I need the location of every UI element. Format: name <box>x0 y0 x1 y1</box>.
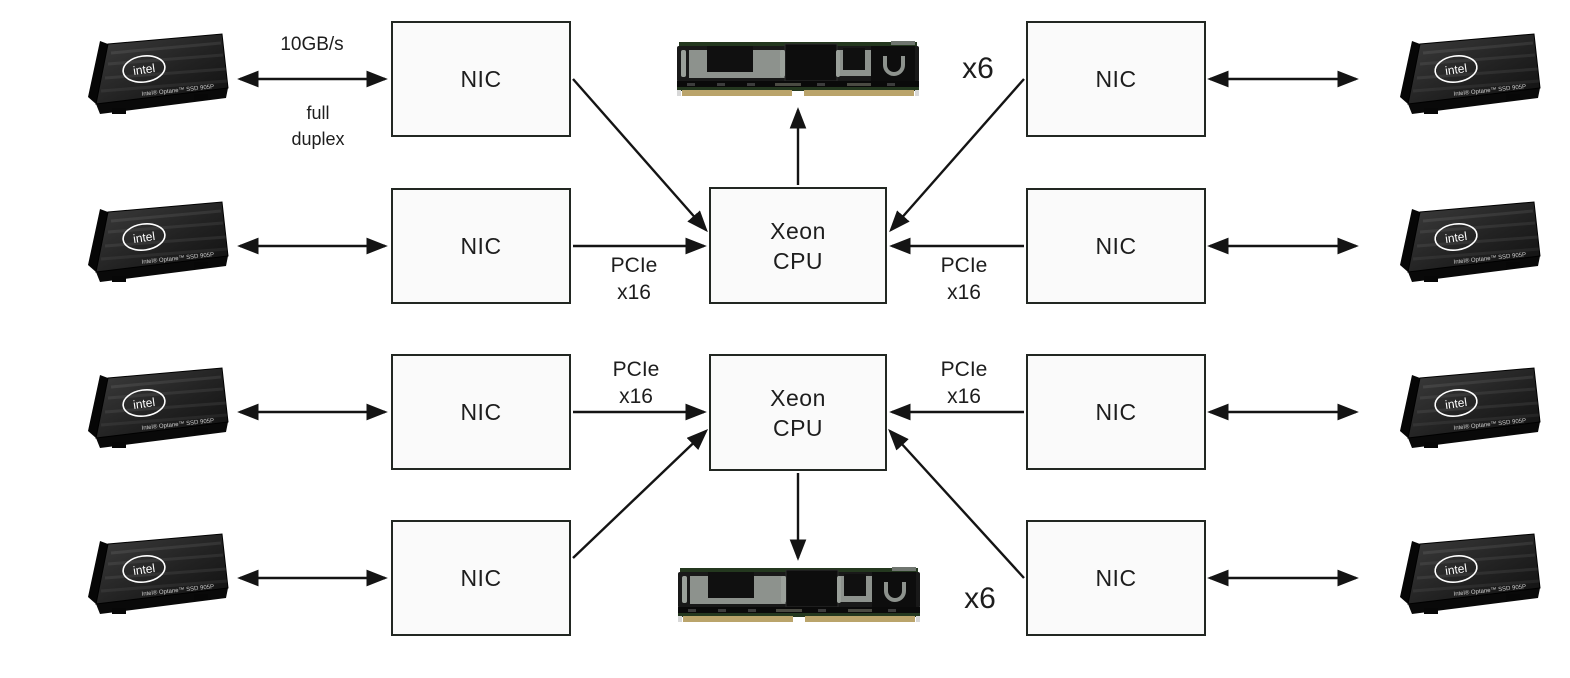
cpu-label-line2: CPU <box>772 414 824 441</box>
nic-box-right-3: NIC <box>1026 354 1206 470</box>
optane-ssd-image-left-3 <box>86 366 230 450</box>
nic-label: NIC <box>1095 565 1137 591</box>
optane-ssd-image-right-3 <box>1398 366 1542 450</box>
full-duplex-label: full duplex <box>291 103 345 149</box>
optane-ssd-image-left-1 <box>86 32 230 116</box>
nic-box-left-4: NIC <box>391 520 571 636</box>
dimm-multiplier-top: x6 <box>962 52 994 85</box>
pcie-line1: PCIe <box>940 254 988 277</box>
nic-label: NIC <box>460 66 502 92</box>
nic-box-right-2: NIC <box>1026 188 1206 304</box>
nic-box-left-2: NIC <box>391 188 571 304</box>
cpu-label-line2: CPU <box>772 247 824 274</box>
nic-box-right-1: NIC <box>1026 21 1206 137</box>
nic-box-left-1: NIC <box>391 21 571 137</box>
dimm-image-bottom <box>678 566 920 624</box>
pcie-label-cpu1-left: PCIe x16 <box>602 252 666 306</box>
dimm-multiplier-bottom: x6 <box>964 582 996 615</box>
nic-box-left-3: NIC <box>391 354 571 470</box>
nic-label: NIC <box>1095 66 1137 92</box>
pcie-line2: x16 <box>619 385 653 408</box>
cpu-label-line1: Xeon <box>770 217 826 244</box>
nic-label: NIC <box>1095 399 1137 425</box>
nic-box-right-4: NIC <box>1026 520 1206 636</box>
optane-ssd-image-right-4 <box>1398 532 1542 616</box>
nic-label: NIC <box>460 565 502 591</box>
pcie-line1: PCIe <box>612 358 660 381</box>
pcie-label-cpu2-left: PCIe x16 <box>604 356 668 410</box>
optane-ssd-image-right-2 <box>1398 200 1542 284</box>
cpu-label: Xeon CPU <box>770 383 826 443</box>
dimm-image-top <box>677 40 919 98</box>
optane-ssd-image-left-2 <box>86 200 230 284</box>
xeon-cpu-box-top: Xeon CPU <box>709 187 887 304</box>
nic-label: NIC <box>1095 233 1137 259</box>
nic-label: NIC <box>460 399 502 425</box>
cpu-label-line1: Xeon <box>770 384 826 411</box>
pcie-line2: x16 <box>947 385 981 408</box>
cpu-label: Xeon CPU <box>770 216 826 276</box>
pcie-line1: PCIe <box>940 358 988 381</box>
pcie-line2: x16 <box>947 281 981 304</box>
xeon-cpu-box-bottom: Xeon CPU <box>709 354 887 471</box>
pcie-line1: PCIe <box>610 254 658 277</box>
optane-ssd-image-right-1 <box>1398 32 1542 116</box>
nic-label: NIC <box>460 233 502 259</box>
pcie-line2: x16 <box>617 281 651 304</box>
optane-ssd-image-left-4 <box>86 532 230 616</box>
pcie-label-cpu2-right: PCIe x16 <box>932 356 996 410</box>
pcie-label-cpu1-right: PCIe x16 <box>932 252 996 306</box>
bandwidth-label: 10GB/s <box>280 34 344 55</box>
